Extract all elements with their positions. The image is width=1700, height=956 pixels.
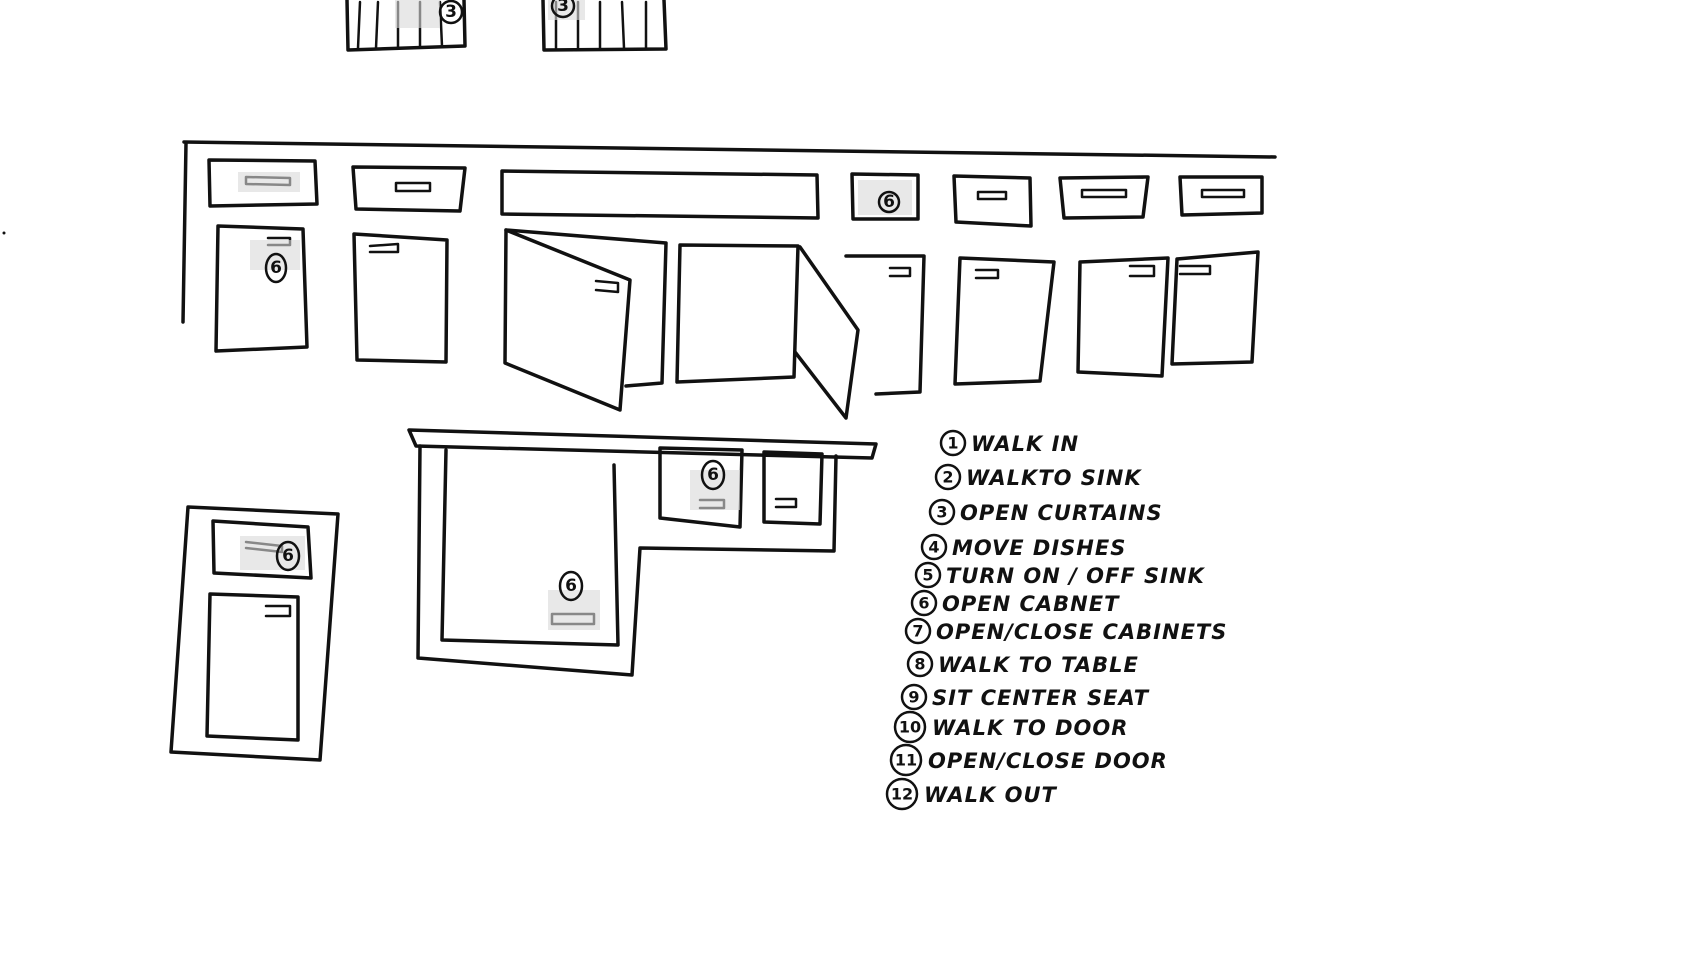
upper-door-3-open xyxy=(503,228,632,412)
island-narrow-cabinet xyxy=(762,450,824,526)
svg-text:6: 6 xyxy=(883,192,895,212)
legend-item: 12 WALK OUT xyxy=(885,777,1058,811)
legend-number: 2 xyxy=(942,468,953,487)
svg-text:3: 3 xyxy=(445,2,457,22)
legend-number-ring xyxy=(910,589,938,617)
marker-tall-cabinet-drawer: 6 xyxy=(275,540,301,572)
marker-curtain-right: 3 xyxy=(550,0,576,19)
island-cabinet xyxy=(407,428,878,677)
svg-text:6: 6 xyxy=(270,258,282,278)
legend-label: TURN ON / OFF SINK xyxy=(946,564,1206,588)
legend-item: 5 TURN ON / OFF SINK xyxy=(914,561,1206,589)
marker-curtain-left: 3 xyxy=(438,0,464,25)
upper-door-7 xyxy=(1076,256,1170,378)
legend-item: 1 WALK IN xyxy=(939,429,1079,457)
legend-item: 6 OPEN CABNET xyxy=(910,589,1120,617)
tall-cabinet-drawer xyxy=(211,519,313,580)
legend-number-ring xyxy=(920,533,948,561)
legend-number-ring xyxy=(904,617,932,645)
legend-number: 4 xyxy=(928,538,939,557)
legend-number: 5 xyxy=(922,566,933,585)
legend-number: 7 xyxy=(912,622,923,641)
step-legend: 1 WALK IN 2 WALKTO SINK 3 OPEN CURTAINS 4 MOVE … xyxy=(885,429,1227,811)
tall-cabinet xyxy=(169,505,340,762)
legend-label: OPEN/CLOSE DOOR xyxy=(928,749,1168,773)
marker-upper-door-1: 6 xyxy=(264,252,288,284)
legend-item: 10 WALK TO DOOR xyxy=(893,710,1128,744)
legend-number: 6 xyxy=(918,594,929,613)
legend-number: 12 xyxy=(891,785,913,804)
upper-drawer-5 xyxy=(952,174,1033,228)
legend-item: 4 MOVE DISHES xyxy=(920,533,1126,561)
upper-door-4 xyxy=(675,243,800,384)
svg-text:6: 6 xyxy=(707,465,719,485)
legend-label: WALK IN xyxy=(971,432,1079,456)
legend-label: MOVE DISHES xyxy=(952,536,1126,560)
svg-text:3: 3 xyxy=(557,0,569,16)
legend-number: 3 xyxy=(936,503,947,522)
island-small-cabinet xyxy=(658,446,744,529)
upper-cabinet-run xyxy=(181,140,1277,420)
legend-number-ring xyxy=(906,650,934,678)
upper-door-2 xyxy=(352,232,449,364)
legend-number-ring xyxy=(939,429,967,457)
tall-cabinet-door xyxy=(205,592,300,742)
legend-label: WALK OUT xyxy=(924,783,1058,807)
legend-label: OPEN CABNET xyxy=(942,592,1120,616)
upper-door-4-open xyxy=(793,245,860,420)
legend-label: SIT CENTER SEAT xyxy=(932,686,1150,710)
legend-number-ring xyxy=(914,561,942,589)
legend-number-ring xyxy=(885,777,919,811)
marker-island-small-cabinet: 6 xyxy=(700,459,726,491)
legend-number: 10 xyxy=(899,718,921,737)
upper-door-6 xyxy=(953,256,1056,386)
upper-drawer-3 xyxy=(500,169,820,220)
legend-item: 11 OPEN/CLOSE DOOR xyxy=(889,743,1168,777)
legend-number-ring xyxy=(928,498,956,526)
marker-upper-drawer-5: 6 xyxy=(877,190,901,214)
upper-drawer-2 xyxy=(351,165,467,213)
legend-label: OPEN CURTAINS xyxy=(960,501,1163,525)
legend-number-ring xyxy=(889,743,923,777)
legend-number-ring xyxy=(900,683,928,711)
legend-number: 11 xyxy=(895,751,917,770)
legend-label: WALK TO DOOR xyxy=(932,716,1128,740)
island-large-door xyxy=(440,448,620,647)
legend-item: 3 OPEN CURTAINS xyxy=(928,498,1163,526)
legend-label: OPEN/CLOSE CABINETS xyxy=(936,620,1227,644)
upper-drawer-1 xyxy=(207,158,319,208)
upper-door-1 xyxy=(214,224,309,353)
svg-text:6: 6 xyxy=(282,546,294,566)
legend-label: WALKTO SINK xyxy=(966,466,1142,490)
legend-item: 9 SIT CENTER SEAT xyxy=(900,683,1150,711)
upper-drawer-4 xyxy=(850,172,920,221)
curtain-left xyxy=(345,0,467,52)
upper-drawer-6 xyxy=(1058,175,1150,220)
upper-door-5 xyxy=(844,254,926,396)
svg-text:6: 6 xyxy=(565,576,577,596)
legend-number-ring xyxy=(893,710,927,744)
marker-island-large-door: 6 xyxy=(558,570,584,602)
upper-door-8 xyxy=(1170,250,1260,366)
legend-number-ring xyxy=(934,463,962,491)
legend-number: 1 xyxy=(947,434,958,453)
legend-label: WALK TO TABLE xyxy=(938,653,1139,677)
legend-item: 2 WALKTO SINK xyxy=(934,463,1142,491)
stray-mark xyxy=(2,231,6,235)
legend-item: 8 WALK TO TABLE xyxy=(906,650,1139,678)
upper-drawer-7 xyxy=(1178,175,1264,217)
legend-item: 7 OPEN/CLOSE CABINETS xyxy=(904,617,1227,645)
legend-number: 8 xyxy=(914,655,925,674)
legend-number: 9 xyxy=(908,688,919,707)
